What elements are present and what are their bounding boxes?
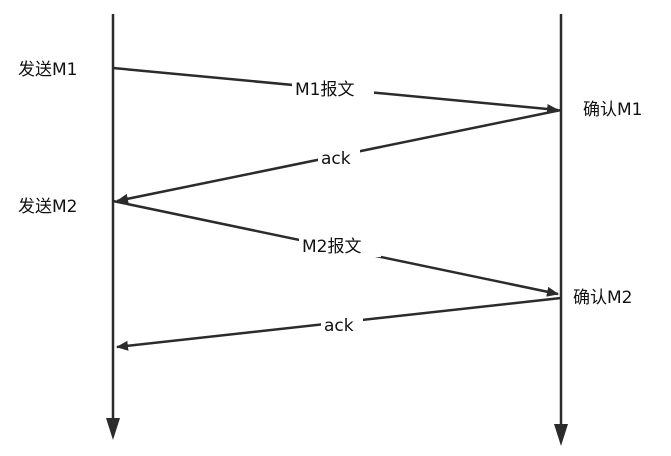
left-lifeline-arrowhead [106,418,120,440]
confirm-m2-label: 确认M2 [573,288,632,308]
confirm-m1-label: 确认M1 [583,100,642,120]
m1-message-label: M1报文 [295,80,354,100]
send-m1-label: 发送M1 [18,60,77,80]
ack2-label: ack [324,316,354,336]
ack1-label: ack [321,149,351,169]
m2-message-label: M2报文 [302,237,361,257]
send-m2-label: 发送M2 [18,197,77,217]
right-lifeline-arrowhead [554,424,568,446]
